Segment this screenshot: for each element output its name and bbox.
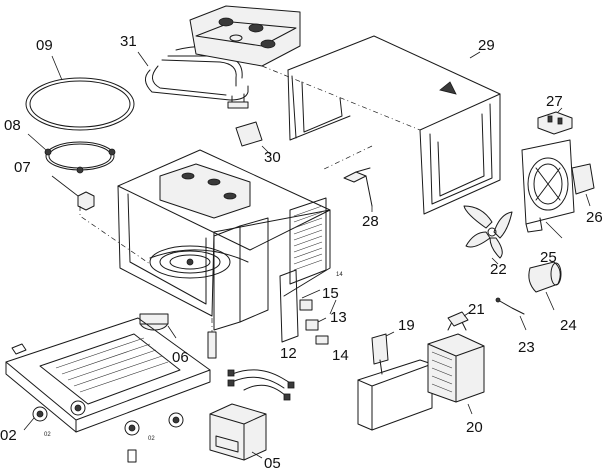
- fan-motor: [571, 163, 595, 207]
- label-21: 21: [468, 301, 485, 318]
- transformer: [209, 403, 267, 461]
- wire-harness: [227, 369, 295, 401]
- turntable-motor: [139, 313, 177, 339]
- oven-cavity: [79, 145, 373, 359]
- label-27: 27: [546, 93, 563, 110]
- outer-cabinet: [261, 35, 501, 215]
- label-23: 23: [518, 339, 535, 356]
- mark-02-a: 02: [44, 432, 51, 438]
- fan-blade: [463, 205, 513, 265]
- label-26: 26: [586, 209, 603, 226]
- waveguide-cover: [235, 121, 271, 155]
- base-plate: [5, 317, 211, 463]
- label-19: 19: [398, 317, 415, 334]
- label-31: 31: [120, 33, 137, 50]
- capacitor: [528, 261, 562, 311]
- label-30: 30: [264, 149, 281, 166]
- label-15: 15: [322, 285, 339, 302]
- thermal-fuse: [343, 167, 373, 212]
- fuse-holder: [447, 311, 471, 327]
- label-08: 08: [4, 117, 21, 134]
- label-13: 13: [330, 309, 347, 326]
- coupler: [51, 175, 95, 211]
- mark-02-b: 02: [148, 436, 155, 442]
- label-28: 28: [362, 213, 379, 230]
- fan-motor-bracket: [521, 139, 575, 239]
- label-29: 29: [478, 37, 495, 54]
- label-02: 02: [0, 427, 17, 444]
- label-12: 12: [280, 345, 297, 362]
- label-20: 20: [466, 419, 483, 436]
- fuse-link: [495, 297, 527, 331]
- label-05: 05: [264, 455, 281, 472]
- lamp-socket: [537, 107, 573, 135]
- label-09: 09: [36, 37, 53, 54]
- roller-ring: [27, 133, 116, 174]
- label-07: 07: [14, 159, 31, 176]
- turntable-glass: [25, 55, 135, 131]
- label-14: 14: [332, 347, 349, 364]
- mark-14: 14: [336, 272, 343, 278]
- label-22: 22: [490, 261, 507, 278]
- switch-bracket: [279, 269, 329, 345]
- label-06: 06: [172, 349, 189, 366]
- label-25: 25: [540, 249, 557, 266]
- hv-diode: [371, 331, 395, 375]
- top-cover-plate: [189, 5, 301, 67]
- label-24: 24: [560, 317, 577, 334]
- magnetron: [357, 321, 485, 431]
